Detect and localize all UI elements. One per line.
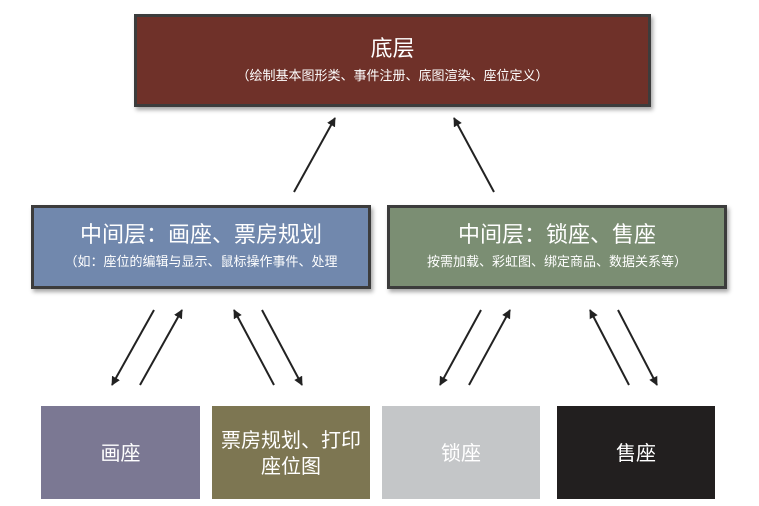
- arrow-sell-seats-to-middle: [589, 309, 630, 386]
- leaf-box-office-planning-label: 票房规划、打印座位图: [221, 427, 361, 478]
- leaf-lock-seats-label: 锁座: [441, 440, 481, 465]
- leaf-box-office-planning: 票房规划、打印座位图: [212, 406, 370, 499]
- arrow-right-middle-to-base: [453, 117, 495, 193]
- leaf-sell-seats-label: 售座: [616, 440, 656, 465]
- middle-layer-selling-description: 按需加载、彩虹图、绑定商品、数据关系等）: [426, 255, 687, 270]
- arrow-middle-to-planning: [261, 309, 303, 386]
- base-layer-description: （绘制基本图形类、事件注册、底图渲染、座位定义）: [236, 68, 549, 84]
- leaf-sell-seats: 售座: [557, 406, 715, 499]
- arrow-planning-to-middle: [233, 309, 275, 386]
- leaf-lock-seats: 锁座: [382, 406, 540, 499]
- leaf-draw-seats: 画座: [41, 406, 200, 499]
- base-layer-box: 底层 （绘制基本图形类、事件注册、底图渲染、座位定义）: [134, 14, 651, 107]
- arrow-middle-to-sell-seats: [617, 309, 658, 386]
- middle-layer-drawing-box: 中间层：画座、票房规划 （如：座位的编辑与显示、鼠标操作事件、处理: [31, 205, 371, 289]
- leaf-draw-seats-label: 画座: [100, 440, 141, 465]
- arrow-middle-to-lock-seats: [439, 309, 482, 386]
- arrow-middle-to-draw-seats: [111, 309, 155, 386]
- base-layer-title: 底层: [370, 36, 415, 62]
- middle-layer-drawing-title: 中间层：画座、票房规划: [79, 223, 322, 248]
- middle-layer-selling-title: 中间层：锁座、售座: [457, 223, 656, 248]
- arrow-draw-seats-to-middle: [139, 309, 183, 386]
- arrow-lock-seats-to-middle: [468, 309, 511, 386]
- arrow-left-middle-to-base: [293, 117, 336, 193]
- middle-layer-selling-box: 中间层：锁座、售座 按需加载、彩虹图、绑定商品、数据关系等）: [387, 205, 727, 289]
- middle-layer-drawing-description: （如：座位的编辑与显示、鼠标操作事件、处理: [64, 255, 338, 270]
